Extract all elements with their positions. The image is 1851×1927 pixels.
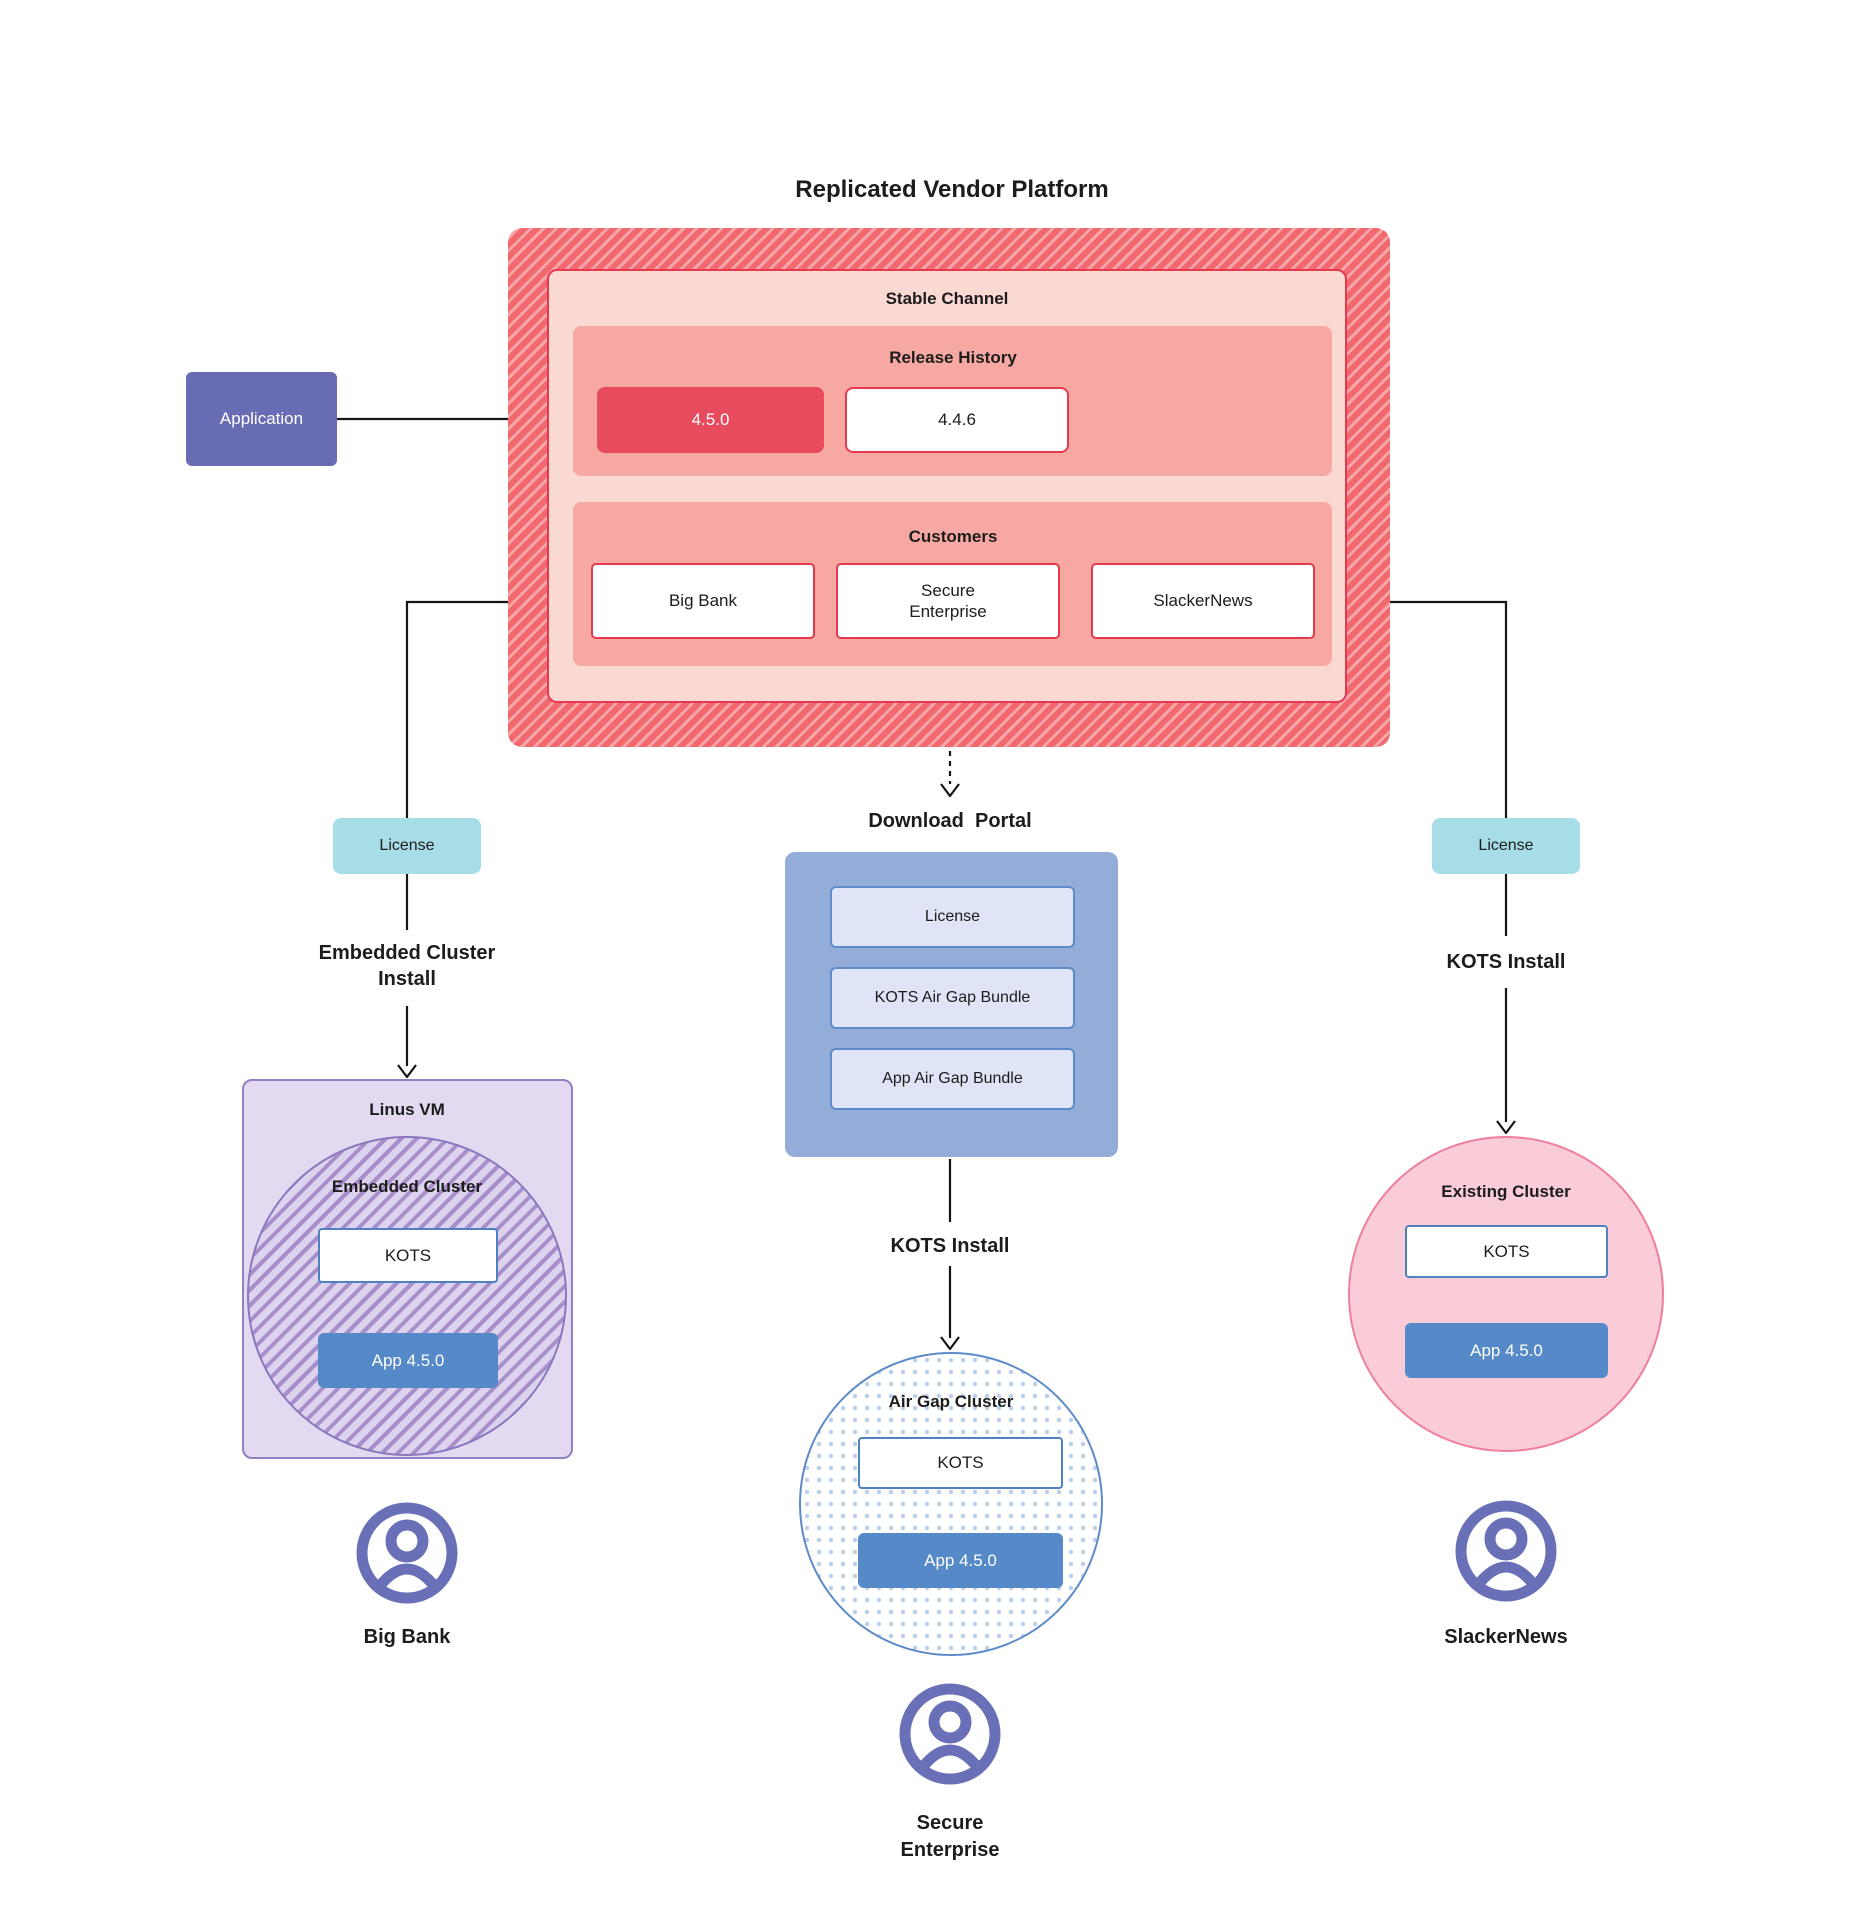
license-box-left: License <box>333 818 481 874</box>
existing-cluster-circle <box>1348 1136 1664 1452</box>
user-icon-big-bank <box>356 1502 458 1604</box>
page-title: Replicated Vendor Platform <box>795 176 1109 203</box>
portal-item-license: License <box>830 886 1075 948</box>
embedded-cluster-install-label: Embedded Cluster Install <box>318 942 496 990</box>
app-box-left: App 4.5.0 <box>318 1333 498 1388</box>
kots-install-label-center: KOTS Install <box>890 1235 1010 1257</box>
release-history-label: Release History <box>889 348 1017 367</box>
release-4-5-0: 4.5.0 <box>597 387 824 453</box>
kots-install-label-right: KOTS Install <box>1446 951 1566 973</box>
arrowhead-existing <box>1496 1120 1516 1135</box>
user-label-big-bank: Big Bank <box>363 1626 451 1648</box>
app-box-center: App 4.5.0 <box>858 1533 1063 1588</box>
user-label-secure-enterprise: Secure Enterprise <box>900 1812 1000 1861</box>
arrowhead-airgap <box>940 1336 960 1351</box>
customer-big-bank: Big Bank <box>591 563 815 639</box>
air-gap-cluster-label: Air Gap Cluster <box>888 1392 1014 1411</box>
user-icon-secure-enterprise <box>899 1683 1001 1785</box>
customer-secure-enterprise: Secure Enterprise <box>836 563 1060 639</box>
license-box-right: License <box>1432 818 1580 874</box>
arrowhead-portal <box>940 783 960 798</box>
customers-label: Customers <box>908 527 998 546</box>
application-box: Application <box>186 372 337 466</box>
arrowhead-vm <box>397 1064 417 1079</box>
embedded-cluster-label: Embedded Cluster <box>331 1177 483 1196</box>
release-4-4-6: 4.4.6 <box>845 387 1069 453</box>
kots-box-center: KOTS <box>858 1437 1063 1489</box>
portal-item-kots-bundle: KOTS Air Gap Bundle <box>830 967 1075 1029</box>
download-portal-label: Download Portal <box>868 810 1032 832</box>
portal-item-app-bundle: App Air Gap Bundle <box>830 1048 1075 1110</box>
embedded-cluster-circle <box>247 1136 567 1456</box>
kots-box-right: KOTS <box>1405 1225 1608 1278</box>
existing-cluster-label: Existing Cluster <box>1441 1182 1571 1201</box>
kots-box-left: KOTS <box>318 1228 498 1283</box>
stable-channel-label: Stable Channel <box>885 289 1009 308</box>
air-gap-cluster-circle <box>799 1352 1103 1656</box>
user-label-slackernews: SlackerNews <box>1444 1626 1568 1648</box>
linus-vm-label: Linus VM <box>369 1100 445 1119</box>
customer-slackernews: SlackerNews <box>1091 563 1315 639</box>
user-icon-slackernews <box>1455 1500 1557 1602</box>
app-box-right: App 4.5.0 <box>1405 1323 1608 1378</box>
